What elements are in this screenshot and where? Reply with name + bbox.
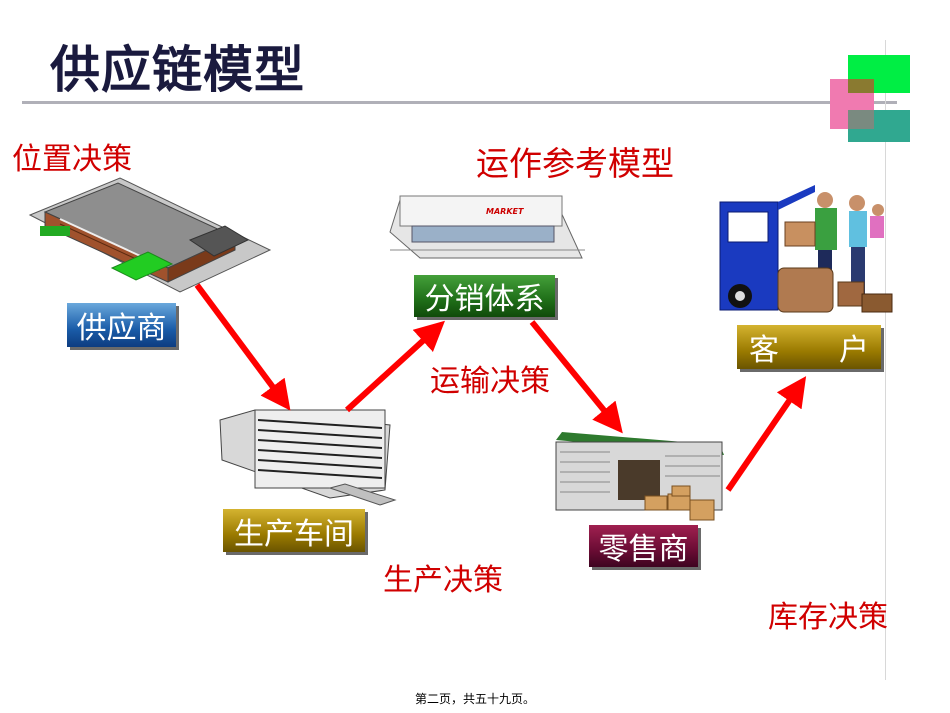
- customer-label-left: 客: [749, 333, 779, 368]
- deco-olive-overlap: [848, 79, 874, 93]
- reference-model-label: 运作参考模型: [476, 144, 674, 183]
- page-footer: 第二页，共五十九页。: [414, 692, 535, 706]
- customer-box: 客 户: [737, 325, 881, 369]
- market-sign: MARKET: [486, 207, 524, 216]
- transport-decision-label: 运输决策: [430, 364, 550, 399]
- market-illustration: MARKET: [389, 195, 585, 259]
- page-title: 供应链模型: [50, 41, 305, 99]
- vertical-divider: [885, 40, 886, 680]
- workshop-box: 生产车间: [223, 509, 365, 552]
- title-divider: [22, 101, 897, 104]
- warehouse-illustration: [28, 177, 272, 293]
- arrow-retailer-to-customer: [725, 376, 807, 492]
- arrow-supplier-to-workshop: [194, 283, 291, 411]
- arrow-workshop-to-distribution: [344, 320, 445, 413]
- customers-illustration: [719, 185, 893, 313]
- flow-arrows: [194, 283, 807, 492]
- retail-store-illustration: [555, 432, 724, 521]
- retailer-box: 零售商: [589, 525, 698, 567]
- factory-illustration: [219, 409, 397, 506]
- production-decision-label: 生产决策: [383, 563, 503, 598]
- deco-gray-overlap: [848, 110, 874, 129]
- inventory-decision-label: 库存决策: [768, 600, 888, 635]
- location-decision-label: 位置决策: [12, 142, 132, 177]
- arrow-distribution-to-retailer: [529, 320, 623, 434]
- customer-label-right: 户: [839, 333, 869, 368]
- distribution-box: 分销体系: [414, 275, 555, 317]
- decorative-squares: [830, 55, 915, 145]
- supplier-box: 供应商: [67, 303, 176, 347]
